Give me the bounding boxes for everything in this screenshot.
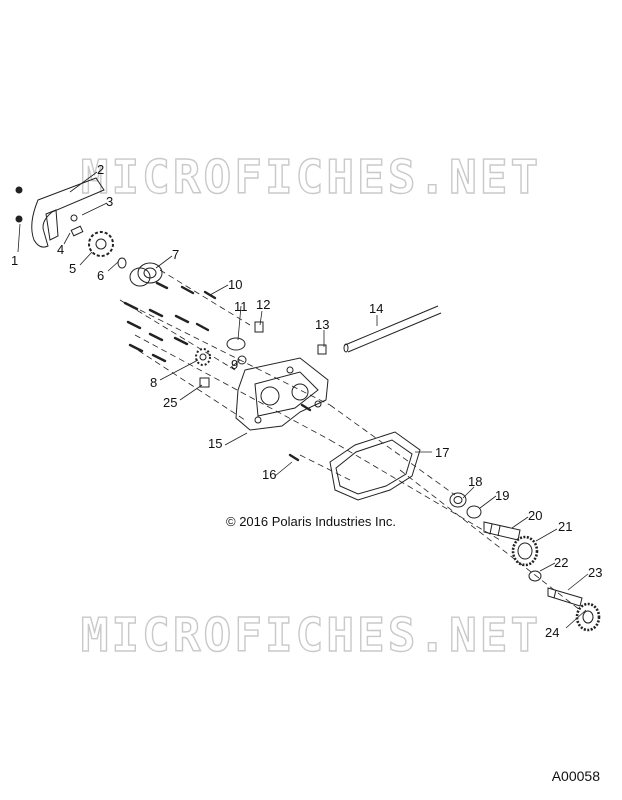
callout-6: 6 bbox=[97, 268, 105, 283]
sprocket-5 bbox=[88, 231, 114, 257]
callout-14: 14 bbox=[369, 301, 384, 316]
bearing-18 bbox=[449, 492, 467, 508]
nut-3 bbox=[70, 214, 78, 222]
assembly-axes bbox=[119, 269, 581, 611]
plug-9 bbox=[237, 355, 247, 365]
plug-13 bbox=[317, 344, 327, 355]
seal-19 bbox=[466, 505, 482, 519]
bearing-7 bbox=[129, 262, 163, 287]
gear-21 bbox=[511, 535, 539, 567]
callout-21: 21 bbox=[558, 519, 573, 534]
callout-24: 24 bbox=[545, 625, 560, 640]
bearing-22 bbox=[528, 570, 542, 582]
fitting-25 bbox=[199, 377, 210, 388]
callout-12: 12 bbox=[256, 297, 271, 312]
callout-16: 16 bbox=[262, 467, 277, 482]
bolts-10 bbox=[123, 281, 312, 462]
callout-20: 20 bbox=[528, 508, 543, 523]
copyright-notice: © 2016 Polaris Industries Inc. bbox=[226, 514, 396, 529]
callout-7: 7 bbox=[172, 247, 180, 262]
callout-1: 1 bbox=[11, 253, 19, 268]
washer-4 bbox=[70, 225, 84, 237]
callout-9: 9 bbox=[231, 357, 239, 372]
watermark-top: MICROFICHES.NET bbox=[80, 149, 542, 204]
callout-13: 13 bbox=[315, 317, 330, 332]
callout-4: 4 bbox=[57, 242, 65, 257]
gear-8 bbox=[195, 348, 211, 366]
cover-gasket-17 bbox=[329, 431, 421, 501]
screw-1 bbox=[15, 186, 23, 223]
o-ring-11 bbox=[226, 337, 246, 351]
callout-18: 18 bbox=[468, 474, 483, 489]
callout-15: 15 bbox=[208, 436, 223, 451]
callout-19: 19 bbox=[495, 488, 510, 503]
callout-10: 10 bbox=[228, 277, 243, 292]
output-shaft-23 bbox=[547, 587, 583, 607]
leader-lines bbox=[17, 171, 589, 629]
callout-22: 22 bbox=[554, 555, 569, 570]
callout-8: 8 bbox=[150, 375, 158, 390]
callout-3: 3 bbox=[106, 194, 114, 209]
drawing-code: A00058 bbox=[551, 768, 600, 784]
watermark-bottom: MICROFICHES.NET bbox=[80, 607, 542, 662]
callout-17: 17 bbox=[435, 445, 450, 460]
shaft-14 bbox=[343, 305, 442, 353]
retaining-ring-6 bbox=[117, 257, 127, 269]
transmission-case-15 bbox=[235, 357, 329, 431]
gear-24 bbox=[575, 602, 601, 632]
chain-guard bbox=[31, 177, 105, 248]
callout-25: 25 bbox=[163, 395, 178, 410]
callout-23: 23 bbox=[588, 565, 603, 580]
plug-12 bbox=[254, 321, 264, 333]
callout-5: 5 bbox=[69, 261, 77, 276]
callout-11: 11 bbox=[234, 299, 248, 314]
callout-2: 2 bbox=[97, 162, 105, 177]
